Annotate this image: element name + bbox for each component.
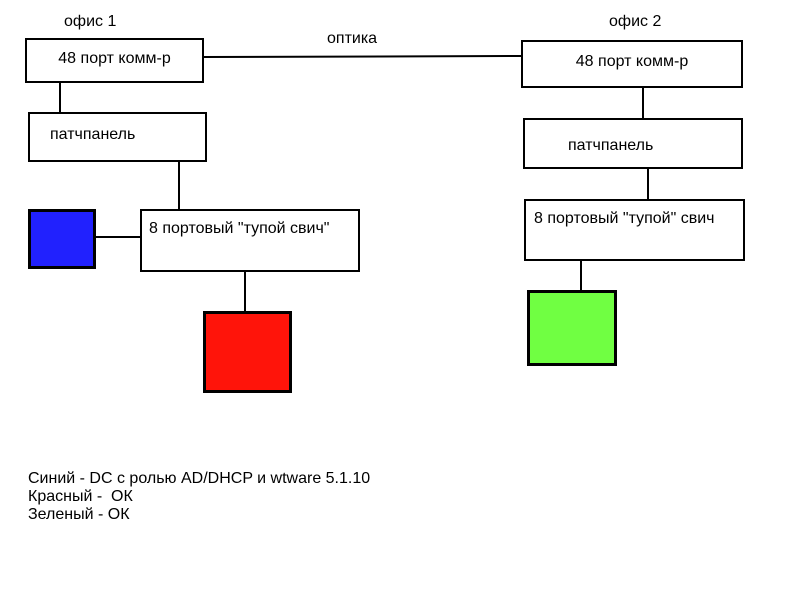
office1-red-node xyxy=(203,311,292,393)
office1-switch-box: 48 порт комм-р xyxy=(25,38,204,83)
office2-green-node xyxy=(527,290,617,366)
office2-title: офис 2 xyxy=(609,13,662,30)
optic-link-line xyxy=(203,55,522,58)
office2-dumb-switch-box: 8 портовый "тупой" свич xyxy=(524,199,745,261)
office1-blue-node xyxy=(28,209,96,269)
legend-green-line: Зеленый - ОК xyxy=(28,506,130,523)
office2-switch-box: 48 порт комм-р xyxy=(521,40,743,88)
office1-dumb-switch-box: 8 портовый "тупой свич" xyxy=(140,209,360,272)
office2-patchpanel-box: патчпанель xyxy=(523,118,743,169)
office1-patchpanel-box: патчпанель xyxy=(28,112,207,162)
legend-blue-line: Синий - DC с ролью AD/DHCP и wtware 5.1.… xyxy=(28,470,371,487)
legend: Синий - DC с ролью AD/DHCP и wtware 5.1.… xyxy=(28,470,370,524)
optic-link-label: оптика xyxy=(327,30,378,47)
legend-red-line: Красный - ОК xyxy=(28,488,133,505)
office1-title: офис 1 xyxy=(64,13,117,30)
